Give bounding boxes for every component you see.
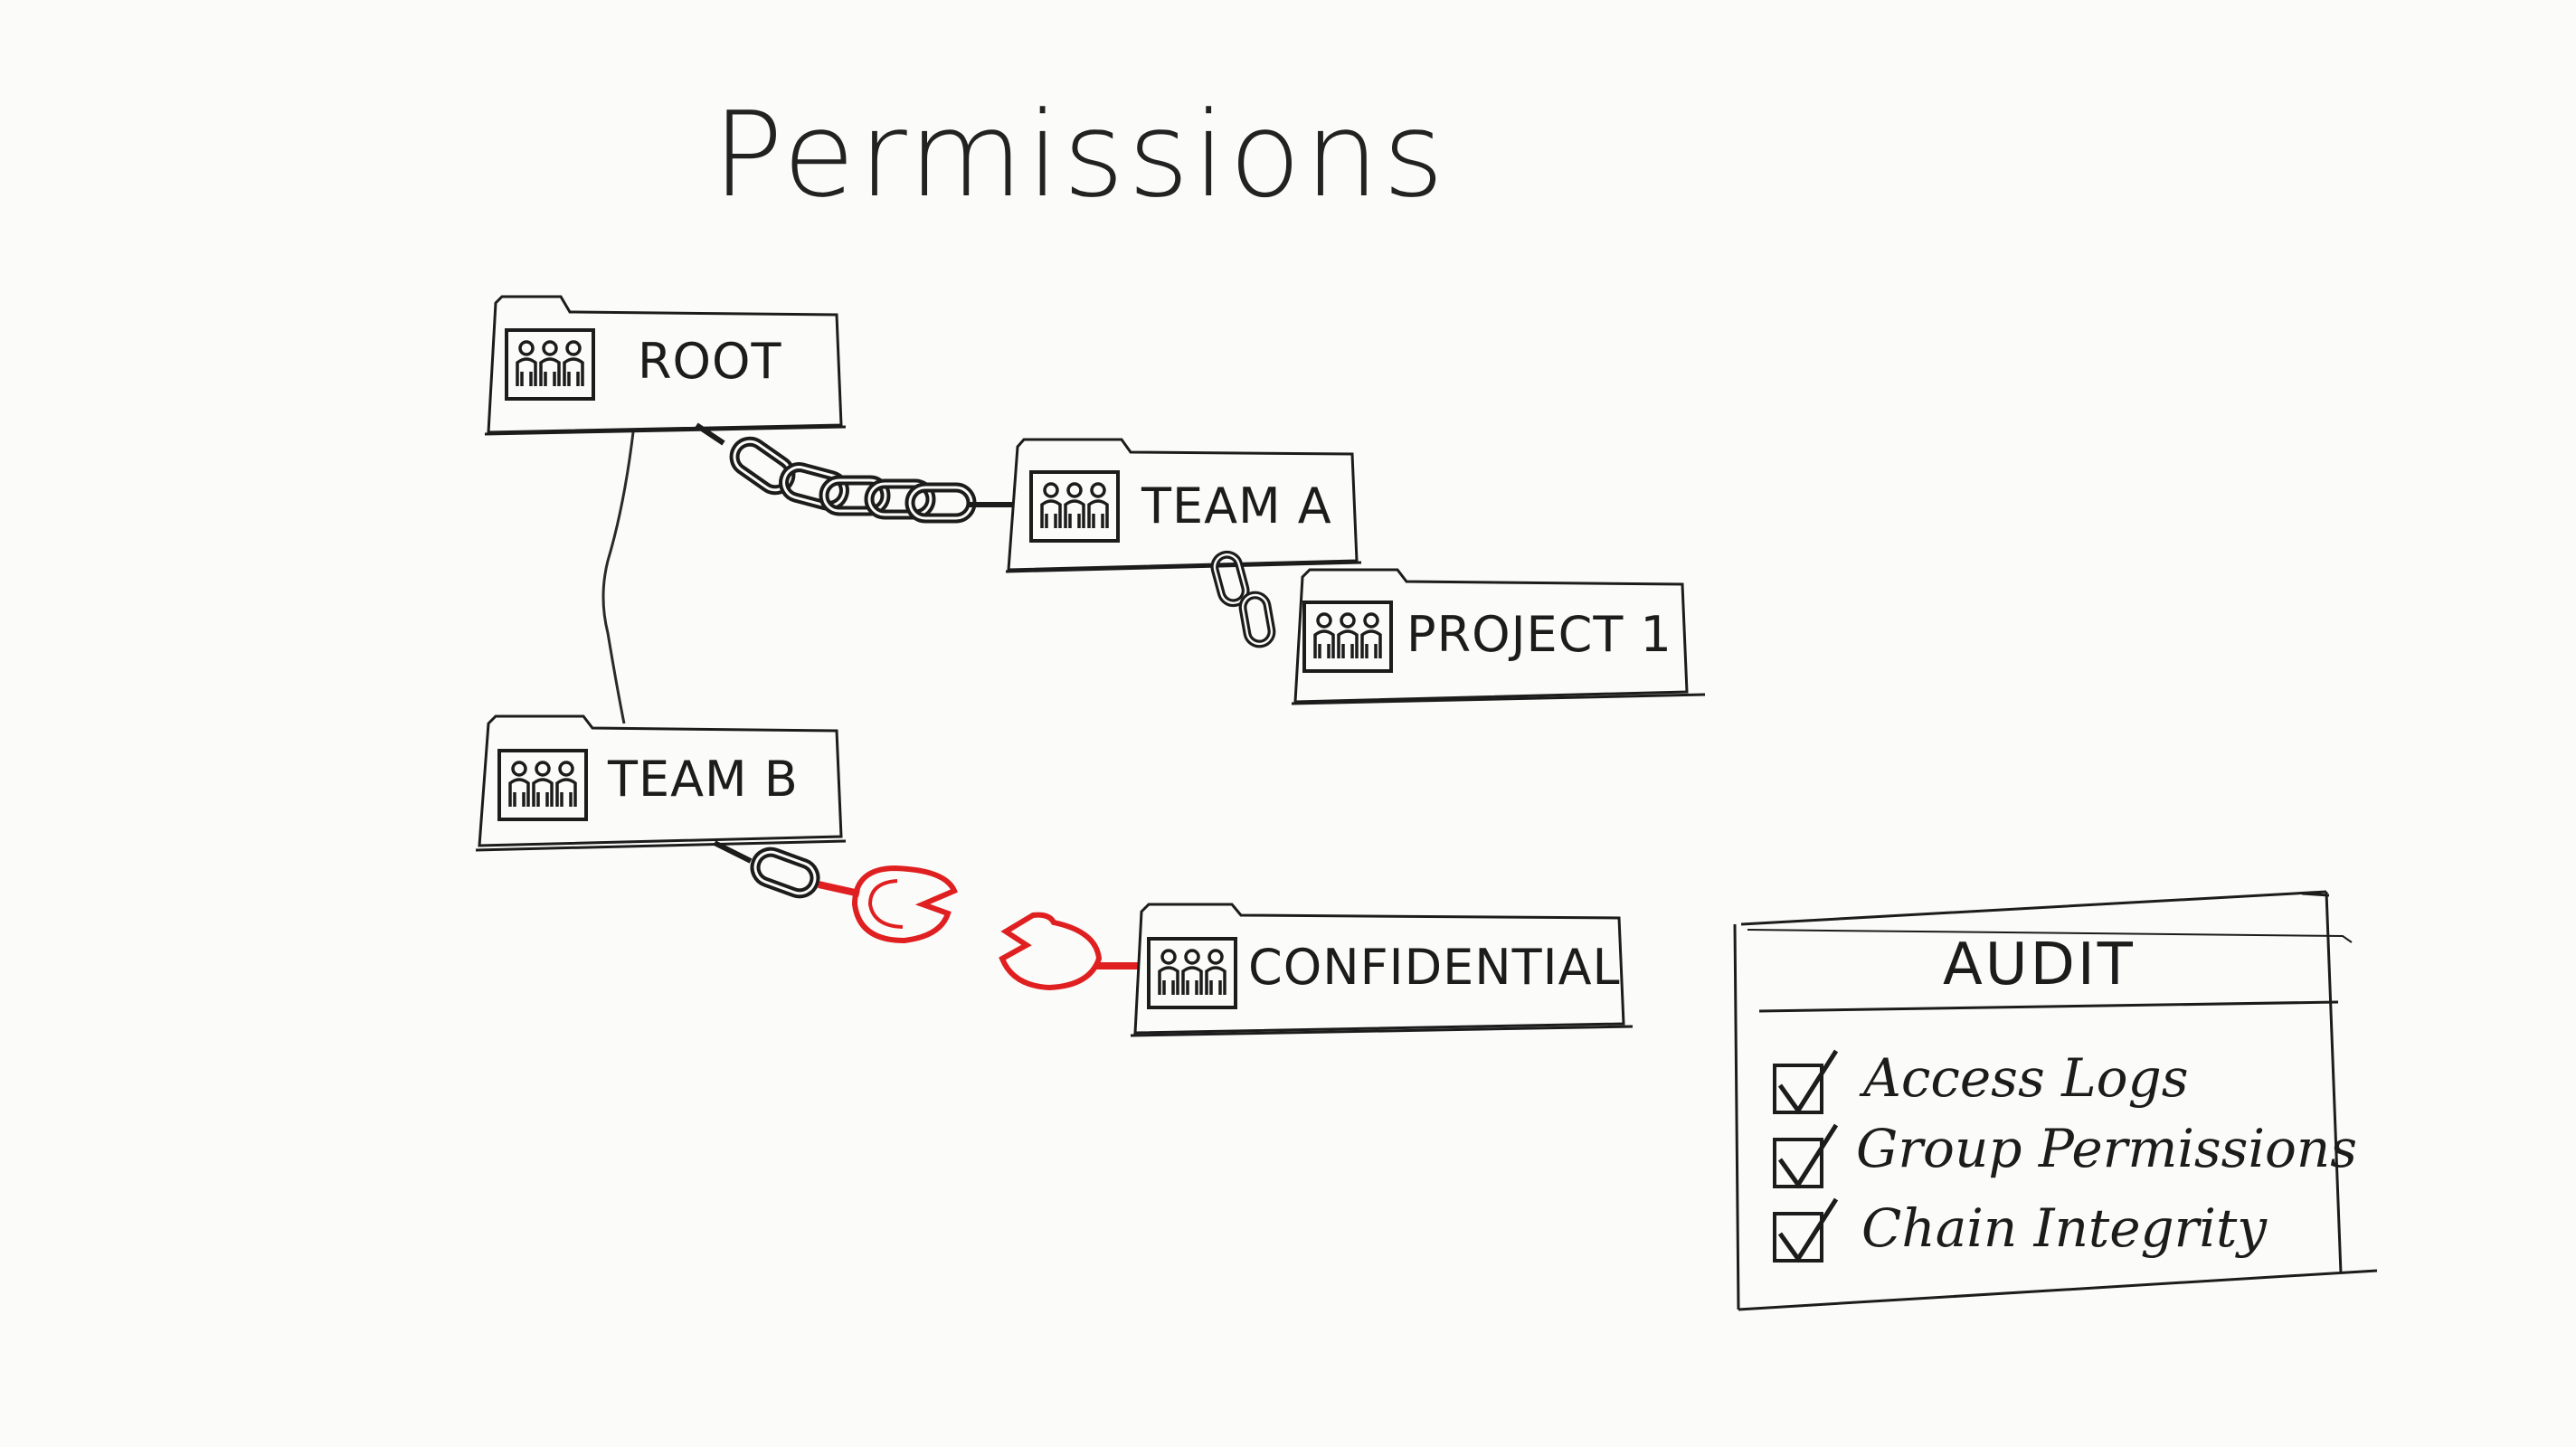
folder-team-b[interactable]: TEAM B (475, 714, 847, 852)
checkmark-icon (1777, 1123, 1839, 1189)
checkmark-icon (1777, 1049, 1839, 1115)
folder-root[interactable]: ROOT (484, 295, 847, 436)
folder-project-1[interactable]: PROJECT 1 (1291, 568, 1706, 705)
root-to-team-b-connector (601, 431, 635, 724)
people-icon (505, 328, 595, 401)
audit-item-label: Group Permissions (1856, 1118, 2357, 1179)
folder-label: CONFIDENTIAL (1248, 939, 1621, 996)
people-icon (1302, 601, 1393, 673)
chain-root-to-team-a (695, 422, 1015, 518)
people-icon (1147, 937, 1237, 1009)
folder-label: ROOT (638, 333, 782, 390)
audit-panel: AUDIT Access Logs Group Permissions Chai… (1733, 890, 2378, 1311)
folder-label: TEAM A (1141, 478, 1332, 534)
folder-label: PROJECT 1 (1406, 606, 1672, 663)
chain-team-b-broken (713, 840, 1138, 991)
audit-item-label: Chain Integrity (1861, 1197, 2268, 1259)
people-icon (1029, 470, 1120, 543)
audit-item-label: Access Logs (1859, 1047, 2188, 1109)
checkmark-icon (1777, 1197, 1839, 1263)
audit-item-group-permissions[interactable]: Group Permissions (1773, 1118, 2357, 1189)
audit-item-chain-integrity[interactable]: Chain Integrity (1773, 1197, 2268, 1263)
audit-item-access-logs[interactable]: Access Logs (1773, 1047, 2188, 1115)
folder-label: TEAM B (607, 751, 799, 808)
page-title: Permissions (712, 86, 1448, 223)
folder-confidential[interactable]: CONFIDENTIAL (1130, 903, 1634, 1037)
folder-team-a[interactable]: TEAM A (1005, 438, 1362, 573)
people-icon (497, 749, 588, 821)
audit-title: AUDIT (1943, 932, 2136, 998)
